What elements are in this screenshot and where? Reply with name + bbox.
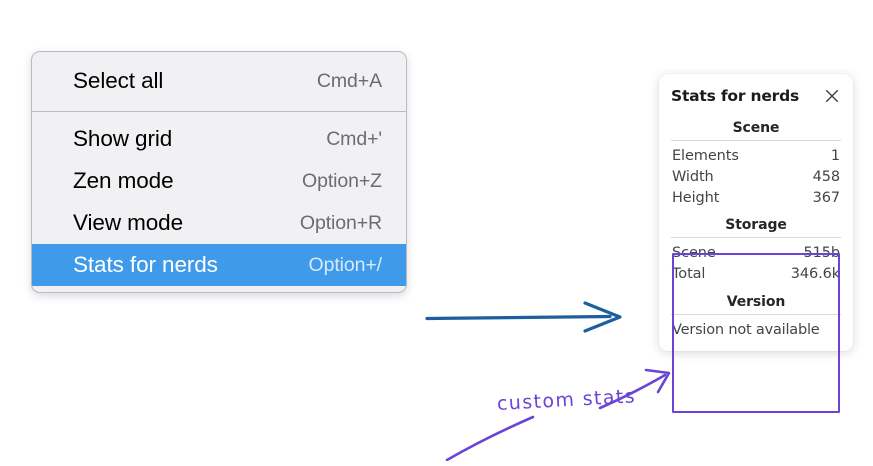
menu-item-zen-mode[interactable]: Zen mode Option+Z xyxy=(32,160,406,202)
menu-item-stats-for-nerds[interactable]: Stats for nerds Option+/ xyxy=(32,244,406,286)
menu-item-shortcut: Option+/ xyxy=(308,253,383,276)
stats-row-key: Width xyxy=(672,168,714,185)
section-rule xyxy=(671,314,841,315)
annotation-tail-stroke-icon xyxy=(445,415,535,462)
menu-item-shortcut: Cmd+' xyxy=(326,127,382,150)
section-heading: Storage xyxy=(725,217,787,233)
menu-item-shortcut: Cmd+A xyxy=(316,69,382,92)
menu-item-select-all[interactable]: Select all Cmd+A xyxy=(32,60,406,102)
menu-item-show-grid[interactable]: Show grid Cmd+' xyxy=(32,118,406,160)
stats-row-elements: Elements 1 xyxy=(671,145,841,166)
close-icon[interactable] xyxy=(823,87,841,105)
stats-section-storage: Storage Scene 515b Total 346.6k xyxy=(671,216,841,284)
stats-row-key: Total xyxy=(672,265,706,282)
stats-row-value: 346.6k xyxy=(790,265,840,282)
stats-row-key: Height xyxy=(672,189,720,206)
stats-row-key: Scene xyxy=(672,244,716,261)
stats-row-scene-storage: Scene 515b xyxy=(671,242,841,263)
menu-item-label: Select all xyxy=(73,68,164,93)
stats-panel-title: Stats for nerds xyxy=(671,87,800,105)
menu-item-view-mode[interactable]: View mode Option+R xyxy=(32,202,406,244)
custom-stats-annotation-label: custom stats xyxy=(496,385,637,415)
stats-row-height: Height 367 xyxy=(671,187,841,208)
menu-item-label: Stats for nerds xyxy=(73,252,218,277)
version-note: Version not available xyxy=(672,322,820,338)
stats-section-version: Version Version not available xyxy=(671,293,841,339)
stats-row-value: 515b xyxy=(803,244,841,261)
stats-for-nerds-panel: Stats for nerds Scene Elements 1 Width 4… xyxy=(659,74,853,351)
context-menu[interactable]: Select all Cmd+A Show grid Cmd+' Zen mod… xyxy=(31,51,407,293)
stats-row-key: Elements xyxy=(672,147,739,164)
menu-item-label: View mode xyxy=(73,210,183,235)
menu-item-shortcut: Option+R xyxy=(299,211,382,234)
flow-arrow-icon xyxy=(425,301,622,333)
stats-row-width: Width 458 xyxy=(671,166,841,187)
stats-row-value: 1 xyxy=(830,147,840,164)
stats-panel-header: Stats for nerds xyxy=(671,87,841,105)
menu-item-label: Zen mode xyxy=(73,168,174,193)
menu-item-label: Show grid xyxy=(73,126,173,151)
menu-group-1: Select all Cmd+A xyxy=(32,52,406,111)
section-rule xyxy=(671,237,841,238)
section-heading: Version xyxy=(726,294,786,310)
menu-divider xyxy=(32,111,406,112)
custom-stats-pointer-arrow-icon xyxy=(598,368,671,410)
stats-row-total-storage: Total 346.6k xyxy=(671,263,841,284)
menu-group-2: Show grid Cmd+' Zen mode Option+Z View m… xyxy=(32,112,406,292)
stats-row-value: 458 xyxy=(812,168,840,185)
stats-section-scene: Scene Elements 1 Width 458 Height 367 xyxy=(671,119,841,208)
section-heading: Scene xyxy=(732,120,780,136)
menu-item-shortcut: Option+Z xyxy=(302,169,382,192)
section-rule xyxy=(671,140,841,141)
stats-row-value: 367 xyxy=(812,189,840,206)
